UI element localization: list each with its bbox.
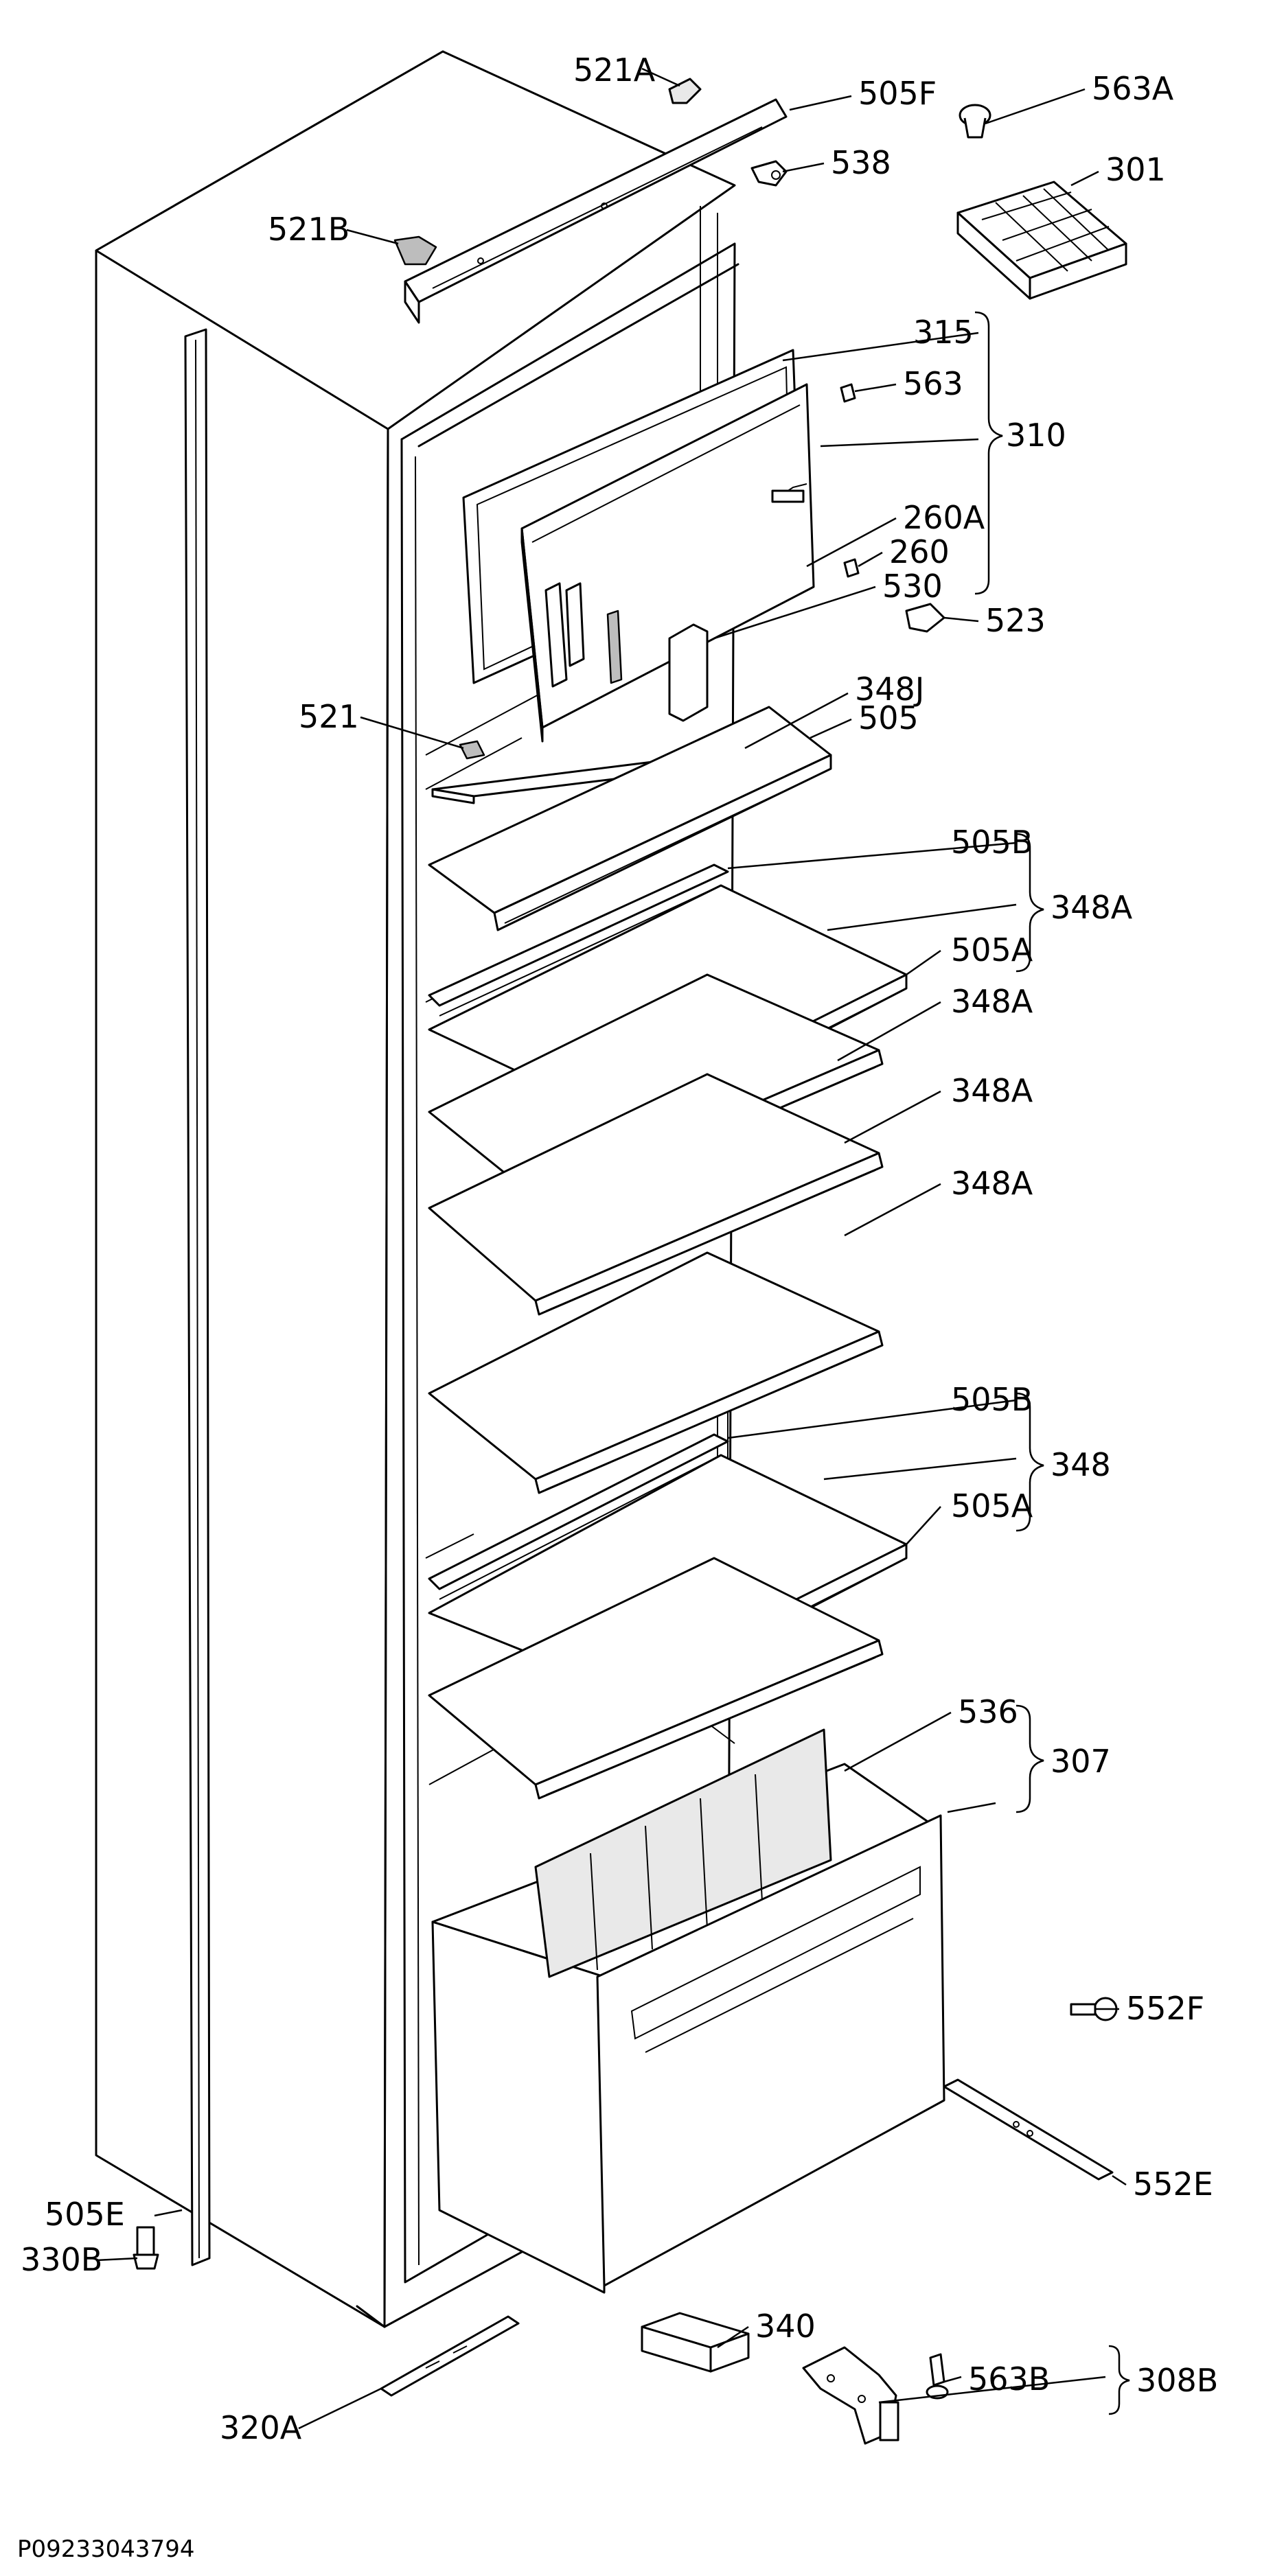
label-348A-1: 348A <box>1051 889 1133 926</box>
leader-lines <box>95 67 1127 2430</box>
hinge-pin-538 <box>750 160 788 187</box>
door-seal-strip <box>184 328 211 2266</box>
crisper-drawer <box>431 1728 945 2294</box>
label-260A: 260A <box>903 499 985 536</box>
bottom-hinge-308B <box>802 2346 899 2445</box>
cabinet-body <box>95 50 739 2328</box>
leveling-foot-330B <box>133 2226 159 2270</box>
foam-block-340 <box>641 2312 750 2373</box>
label-536: 536 <box>958 1693 1018 1730</box>
plinth-rail-552E <box>943 2078 1114 2181</box>
bracket-310 <box>974 311 1003 595</box>
label-348A-4: 348A <box>951 1165 1033 1202</box>
label-348A-2: 348A <box>951 983 1033 1020</box>
freezer-door-assembly <box>459 349 945 760</box>
label-530: 530 <box>882 568 943 605</box>
label-552F: 552F <box>1126 1990 1204 2027</box>
label-260: 260 <box>889 533 950 570</box>
label-505A-2: 505A <box>951 1487 1033 1524</box>
label-308B: 308B <box>1136 2362 1218 2399</box>
label-307: 307 <box>1051 1743 1111 1780</box>
label-505B-2: 505B <box>951 1381 1033 1418</box>
bracket-348 <box>1016 1392 1044 1532</box>
screw-563B <box>926 2353 949 2400</box>
footer-code: P09233043794 <box>17 2536 194 2563</box>
bracket-307 <box>1016 1704 1044 1813</box>
label-348: 348 <box>1051 1446 1111 1483</box>
label-521: 521 <box>299 698 359 735</box>
label-505B-1: 505B <box>951 824 1033 861</box>
glass-shelf-348A-4 <box>428 1251 884 1494</box>
top-hinge-rail <box>404 98 788 324</box>
label-505A-1: 505A <box>951 931 1033 968</box>
label-523: 523 <box>985 602 1046 639</box>
label-301: 301 <box>1105 151 1166 188</box>
hinge-cap-521A <box>668 78 702 104</box>
label-340: 340 <box>755 2308 816 2345</box>
glass-shelf-348A-3 <box>428 1073 884 1316</box>
glass-shelf-505 <box>428 706 832 931</box>
label-552E: 552E <box>1133 2166 1213 2203</box>
knob-563A <box>959 104 991 139</box>
label-563A: 563A <box>1092 70 1174 107</box>
glass-shelf-505A-lower <box>428 1557 884 1800</box>
bracket-308B <box>1108 2345 1130 2415</box>
label-521A: 521A <box>573 51 656 89</box>
label-348J: 348J <box>855 671 924 708</box>
label-538: 538 <box>831 144 891 181</box>
hinge-cap-521B <box>393 235 437 266</box>
label-310: 310 <box>1006 417 1066 454</box>
label-348A-3: 348A <box>951 1072 1033 1109</box>
label-320A: 320A <box>220 2409 302 2446</box>
label-563B: 563B <box>968 2360 1050 2398</box>
label-505E: 505E <box>45 2196 125 2233</box>
label-315: 315 <box>913 314 974 351</box>
label-563: 563 <box>903 365 963 402</box>
label-505F: 505F <box>858 75 937 112</box>
bracket-348A <box>1016 833 1044 973</box>
part-labels: 521A 505F 563A 538 301 521B 315 563 310 … <box>21 51 1218 2446</box>
label-330B: 330B <box>21 2241 102 2278</box>
label-505: 505 <box>858 699 919 736</box>
label-521B: 521B <box>268 211 349 248</box>
bottom-rail-320A <box>380 2315 520 2397</box>
ice-tray-301 <box>956 181 1127 300</box>
